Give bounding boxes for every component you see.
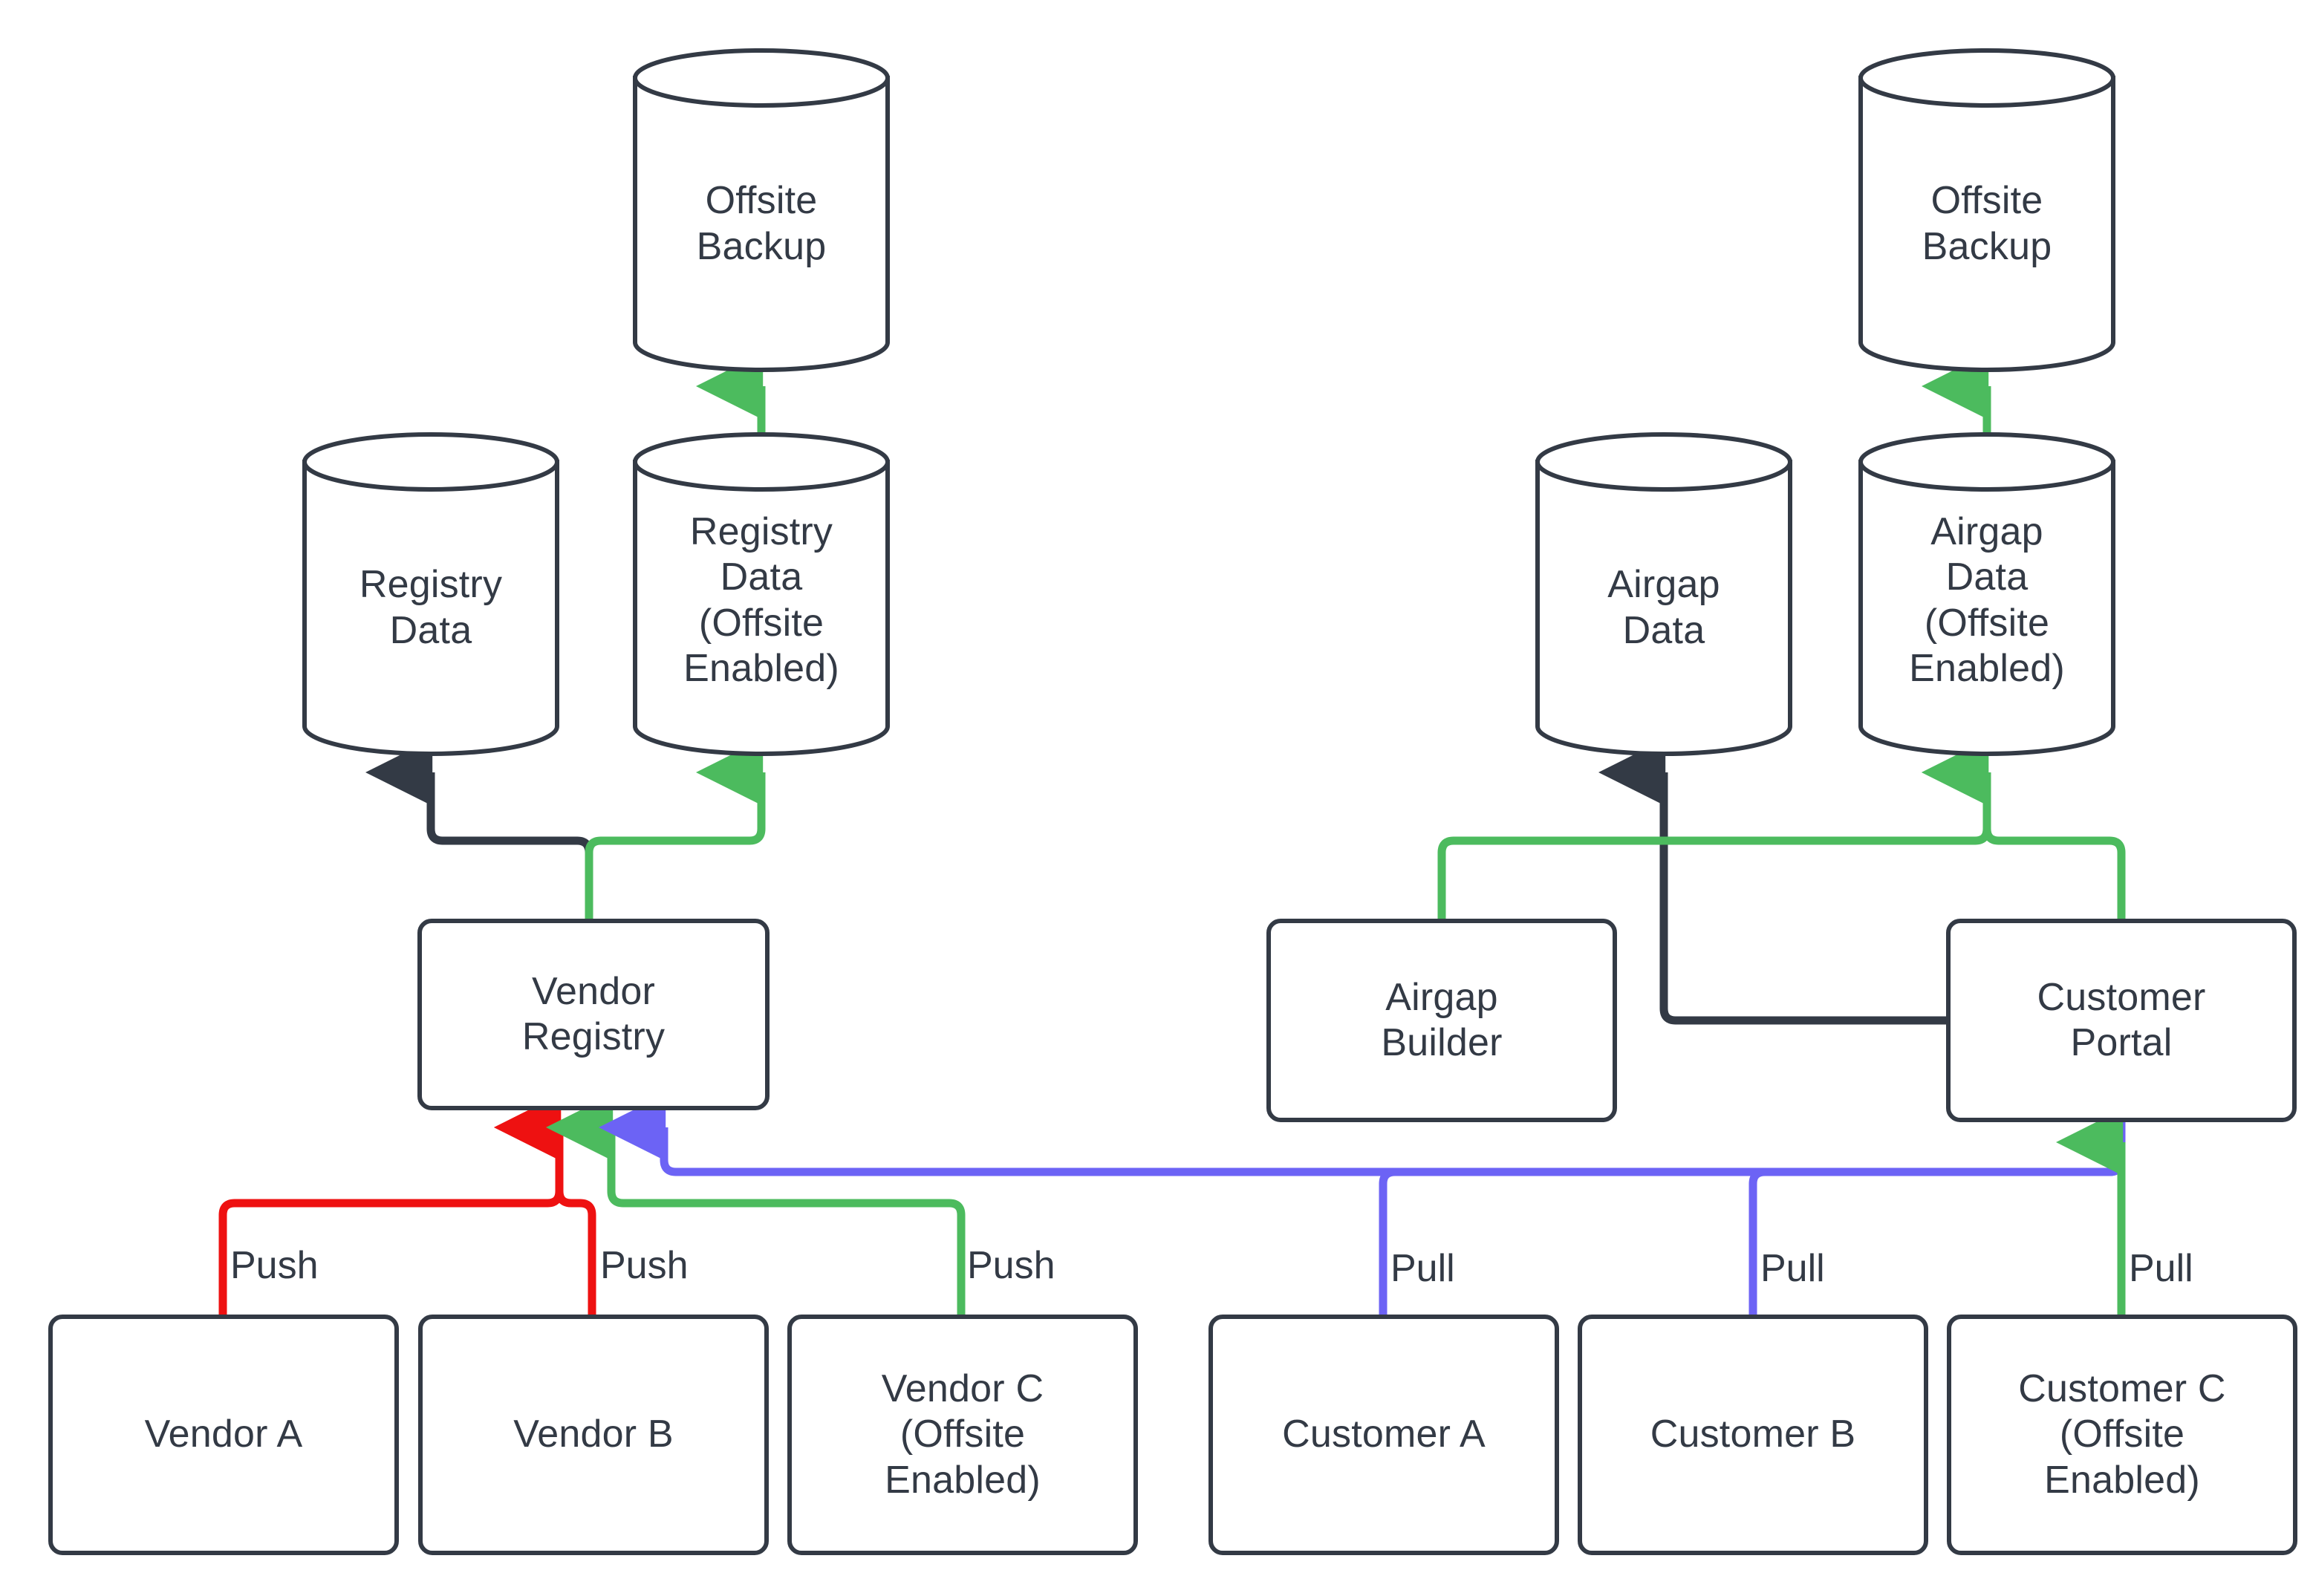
node-customer-portal[interactable] bbox=[1946, 919, 2297, 1122]
edge-vendor-registry-to-registry-data-offsite bbox=[585, 738, 766, 921]
edge-airgap-builder-to-airgap-data-offsite bbox=[1437, 738, 1991, 921]
edge-vendor-c-to-vendor-registry bbox=[546, 1093, 966, 1317]
edge-customer-b-to-customer-portal bbox=[1748, 1139, 2126, 1317]
edge-customer-portal-to-vendor-registry bbox=[599, 1093, 2126, 1176]
node-airgap-builder[interactable] bbox=[1266, 919, 1617, 1122]
edge-customer-portal-to-airgap-data-offsite bbox=[1922, 738, 2126, 921]
node-offsite-backup-right[interactable] bbox=[1858, 48, 2115, 372]
node-registry-data-offsite[interactable] bbox=[633, 432, 890, 756]
node-registry-data[interactable] bbox=[302, 432, 559, 756]
node-customer-c[interactable] bbox=[1947, 1315, 2297, 1555]
node-vendor-c[interactable] bbox=[787, 1315, 1138, 1555]
node-airgap-data-offsite[interactable] bbox=[1858, 432, 2115, 756]
node-vendor-registry[interactable] bbox=[417, 919, 770, 1110]
node-airgap-data[interactable] bbox=[1535, 432, 1792, 756]
node-offsite-backup-left[interactable] bbox=[633, 48, 890, 372]
node-vendor-a[interactable] bbox=[48, 1315, 399, 1555]
edge-customer-portal-to-airgap-data bbox=[1598, 738, 1948, 1025]
edge-vendor-a-to-vendor-registry bbox=[218, 1093, 564, 1317]
node-customer-a[interactable] bbox=[1208, 1315, 1559, 1555]
edge-vendor-registry-to-registry-data bbox=[365, 738, 593, 921]
node-vendor-b[interactable] bbox=[418, 1315, 769, 1555]
edge-vendor-b-to-vendor-registry bbox=[494, 1093, 596, 1317]
node-customer-b[interactable] bbox=[1578, 1315, 1928, 1555]
